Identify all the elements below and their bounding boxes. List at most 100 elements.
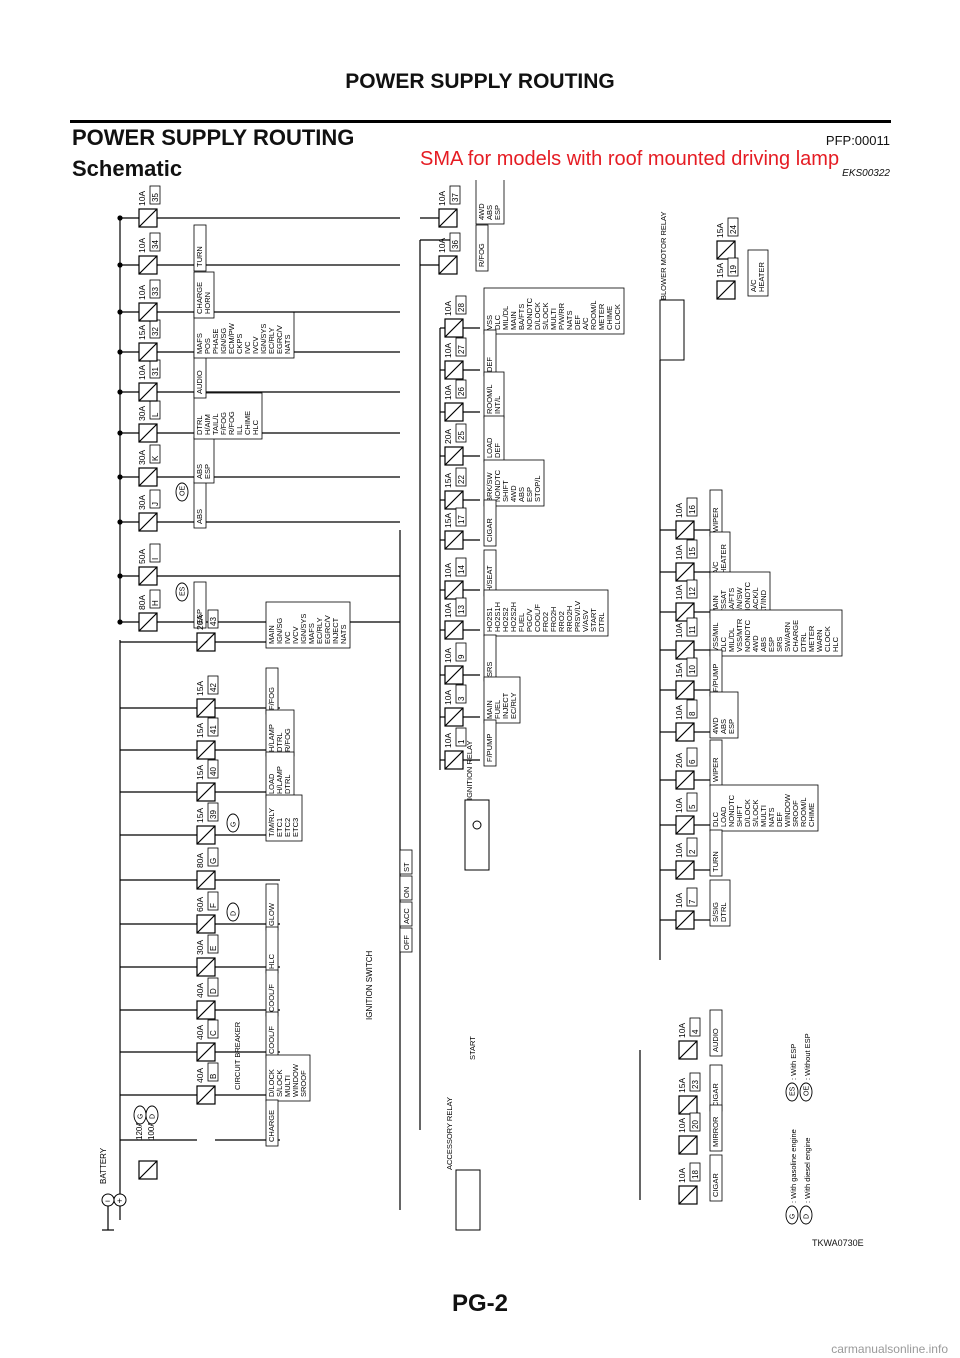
load-label: AUDIO bbox=[195, 370, 204, 394]
fuse-element bbox=[444, 446, 464, 466]
fuse-id: 18 bbox=[691, 1170, 700, 1179]
load-box bbox=[709, 1009, 723, 1057]
blower-relay-label: BLOWER MOTOR RELAY bbox=[659, 212, 668, 301]
fuse-element bbox=[678, 1095, 698, 1115]
fuse-id-box bbox=[207, 1062, 219, 1082]
fuse-id-box bbox=[455, 557, 467, 577]
load-label: CIGAR bbox=[711, 1083, 720, 1107]
load-label: NONDTC bbox=[525, 297, 534, 330]
fuse-id-box bbox=[686, 497, 698, 517]
load-label: IGN/SG bbox=[219, 328, 228, 354]
load-label: DLC bbox=[493, 314, 502, 330]
option-tag bbox=[226, 813, 240, 833]
load-label: ESP bbox=[767, 637, 776, 652]
load-label: EGRC/V bbox=[323, 615, 332, 644]
junction-dot bbox=[117, 262, 123, 268]
load-label: CIGAR bbox=[485, 518, 494, 542]
fuse-id-box bbox=[686, 837, 698, 857]
load-label: COOL/F bbox=[533, 604, 542, 632]
fuse-id-box bbox=[455, 423, 467, 443]
load-label: AT/IND bbox=[759, 589, 768, 614]
load-label: EC/RLY bbox=[315, 617, 324, 644]
fuse-id: 9 bbox=[457, 654, 466, 659]
fuse-id-box bbox=[207, 609, 219, 629]
load-label: LOAD bbox=[267, 773, 276, 794]
load-label: S/SIG bbox=[711, 902, 720, 922]
fuse-id-box bbox=[207, 1019, 219, 1039]
fuse-id-box bbox=[207, 847, 219, 867]
load-label: P/N/SW bbox=[735, 586, 744, 614]
load-label: BA/FTS bbox=[727, 588, 736, 614]
fuse-id: B bbox=[209, 1074, 218, 1079]
fuse-element bbox=[444, 707, 464, 727]
fuse-id: E bbox=[209, 946, 218, 951]
load-label: PRSV/LV bbox=[573, 601, 582, 632]
fuse-element bbox=[138, 612, 158, 632]
fuse-element bbox=[675, 722, 695, 742]
switch-position-box bbox=[399, 901, 413, 927]
load-label: IVCV bbox=[251, 336, 260, 354]
load-label: R/FOG bbox=[477, 243, 486, 267]
fuse-rating: 10A bbox=[674, 705, 684, 720]
load-label: FRO2 bbox=[541, 612, 550, 632]
load-label: CLOCK bbox=[613, 304, 622, 330]
fuse-element bbox=[675, 602, 695, 622]
load-label: NONDTC bbox=[743, 619, 752, 652]
load-label: F/FOG bbox=[219, 412, 228, 435]
load-label: SROOF bbox=[299, 1070, 308, 1097]
load-label: DTRL bbox=[597, 612, 606, 632]
fuse-id: K bbox=[151, 455, 160, 461]
fuse-id: J bbox=[151, 502, 160, 506]
fuse-id: 2 bbox=[688, 849, 697, 854]
fuse-rating: 15A bbox=[195, 681, 205, 696]
load-label: MIRROR bbox=[711, 1116, 720, 1147]
switch-position-box bbox=[399, 927, 413, 953]
load-label: NONDTC bbox=[727, 794, 736, 827]
load-label: HO2S2H bbox=[509, 602, 518, 632]
fuse-id: 8 bbox=[688, 711, 697, 716]
load-label: COOL/F bbox=[267, 984, 276, 1012]
load-box bbox=[483, 719, 497, 767]
load-label: COOL/F bbox=[267, 1026, 276, 1054]
fuse-id-box bbox=[149, 444, 161, 464]
pfp-code: PFP:00011 bbox=[825, 133, 890, 148]
load-box bbox=[475, 180, 505, 225]
fuse-rating: 40A bbox=[195, 1025, 205, 1040]
load-label: MAIN bbox=[509, 311, 518, 330]
load-label: ESP bbox=[727, 719, 736, 734]
option-tag-text: G bbox=[138, 1114, 145, 1119]
fuse-rating: 15A bbox=[195, 765, 205, 780]
load-label: F/PUMP bbox=[711, 664, 720, 692]
load-label: START bbox=[589, 608, 598, 632]
load-box bbox=[475, 224, 489, 272]
load-label: DEF bbox=[775, 812, 784, 827]
fuse-rating: 10A bbox=[443, 301, 453, 316]
fuse-element bbox=[675, 562, 695, 582]
load-label: ABS bbox=[195, 509, 204, 524]
fuse-rating: 10A bbox=[443, 343, 453, 358]
load-label: WINDOW bbox=[291, 1063, 300, 1097]
fuse-element bbox=[675, 520, 695, 540]
fuse-id-box bbox=[455, 507, 467, 527]
fuse-id: 24 bbox=[729, 225, 738, 234]
fuse-id: C bbox=[209, 1030, 218, 1036]
fuse-element bbox=[716, 280, 736, 300]
load-label: DTRL bbox=[283, 774, 292, 794]
load-box bbox=[709, 879, 731, 927]
fuse-rating: 10A bbox=[137, 191, 147, 206]
load-label: S/LOCK bbox=[541, 302, 550, 330]
fuse-id: 1 bbox=[457, 739, 466, 744]
fuse-rating: 10A bbox=[443, 603, 453, 618]
switch-position: ON bbox=[402, 887, 411, 898]
fuse-element bbox=[438, 255, 458, 275]
fuse-id-box bbox=[449, 232, 461, 252]
load-label: MIL/DL bbox=[501, 306, 510, 330]
load-label: NONDTC bbox=[493, 469, 502, 502]
